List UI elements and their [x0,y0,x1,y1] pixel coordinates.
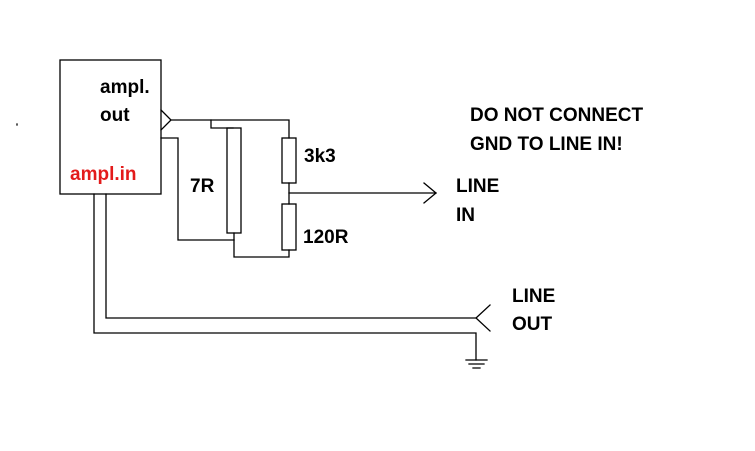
line-out-label-1: LINE [512,286,555,307]
resistor-3k3-label: 3k3 [304,146,336,167]
wire-to-7r-top [210,119,234,129]
resistor-7r-label: 7R [190,176,215,197]
wire-7r-to-120r [233,239,290,258]
line-in-arrow [423,182,438,204]
line-out-jack [475,304,491,332]
warning-line-1: DO NOT CONNECT [470,105,644,126]
resistor-120r-label: 120R [303,227,349,248]
resistor-120r [281,203,297,251]
line-in-label-1: LINE [456,176,499,197]
line-in-label-2: IN [456,205,475,226]
ampl-out-jack [160,109,172,131]
wire-top-bus [170,119,290,139]
wire-ampl-in-outer [93,193,477,361]
wire-7r-return [160,137,235,241]
ampl-out-label-1: ampl. [100,77,150,98]
ampl-in-label: ampl.in [70,164,137,185]
warning-line-2: GND TO LINE IN! [470,134,623,155]
ampl-out-label-2: out [100,105,130,126]
resistor-3k3 [281,137,297,184]
amplifier-box [59,59,162,195]
ground-symbol [465,359,488,369]
line-out-label-2: OUT [512,314,553,335]
wire-ampl-in-inner [105,193,477,319]
resistor-7r [226,127,242,234]
